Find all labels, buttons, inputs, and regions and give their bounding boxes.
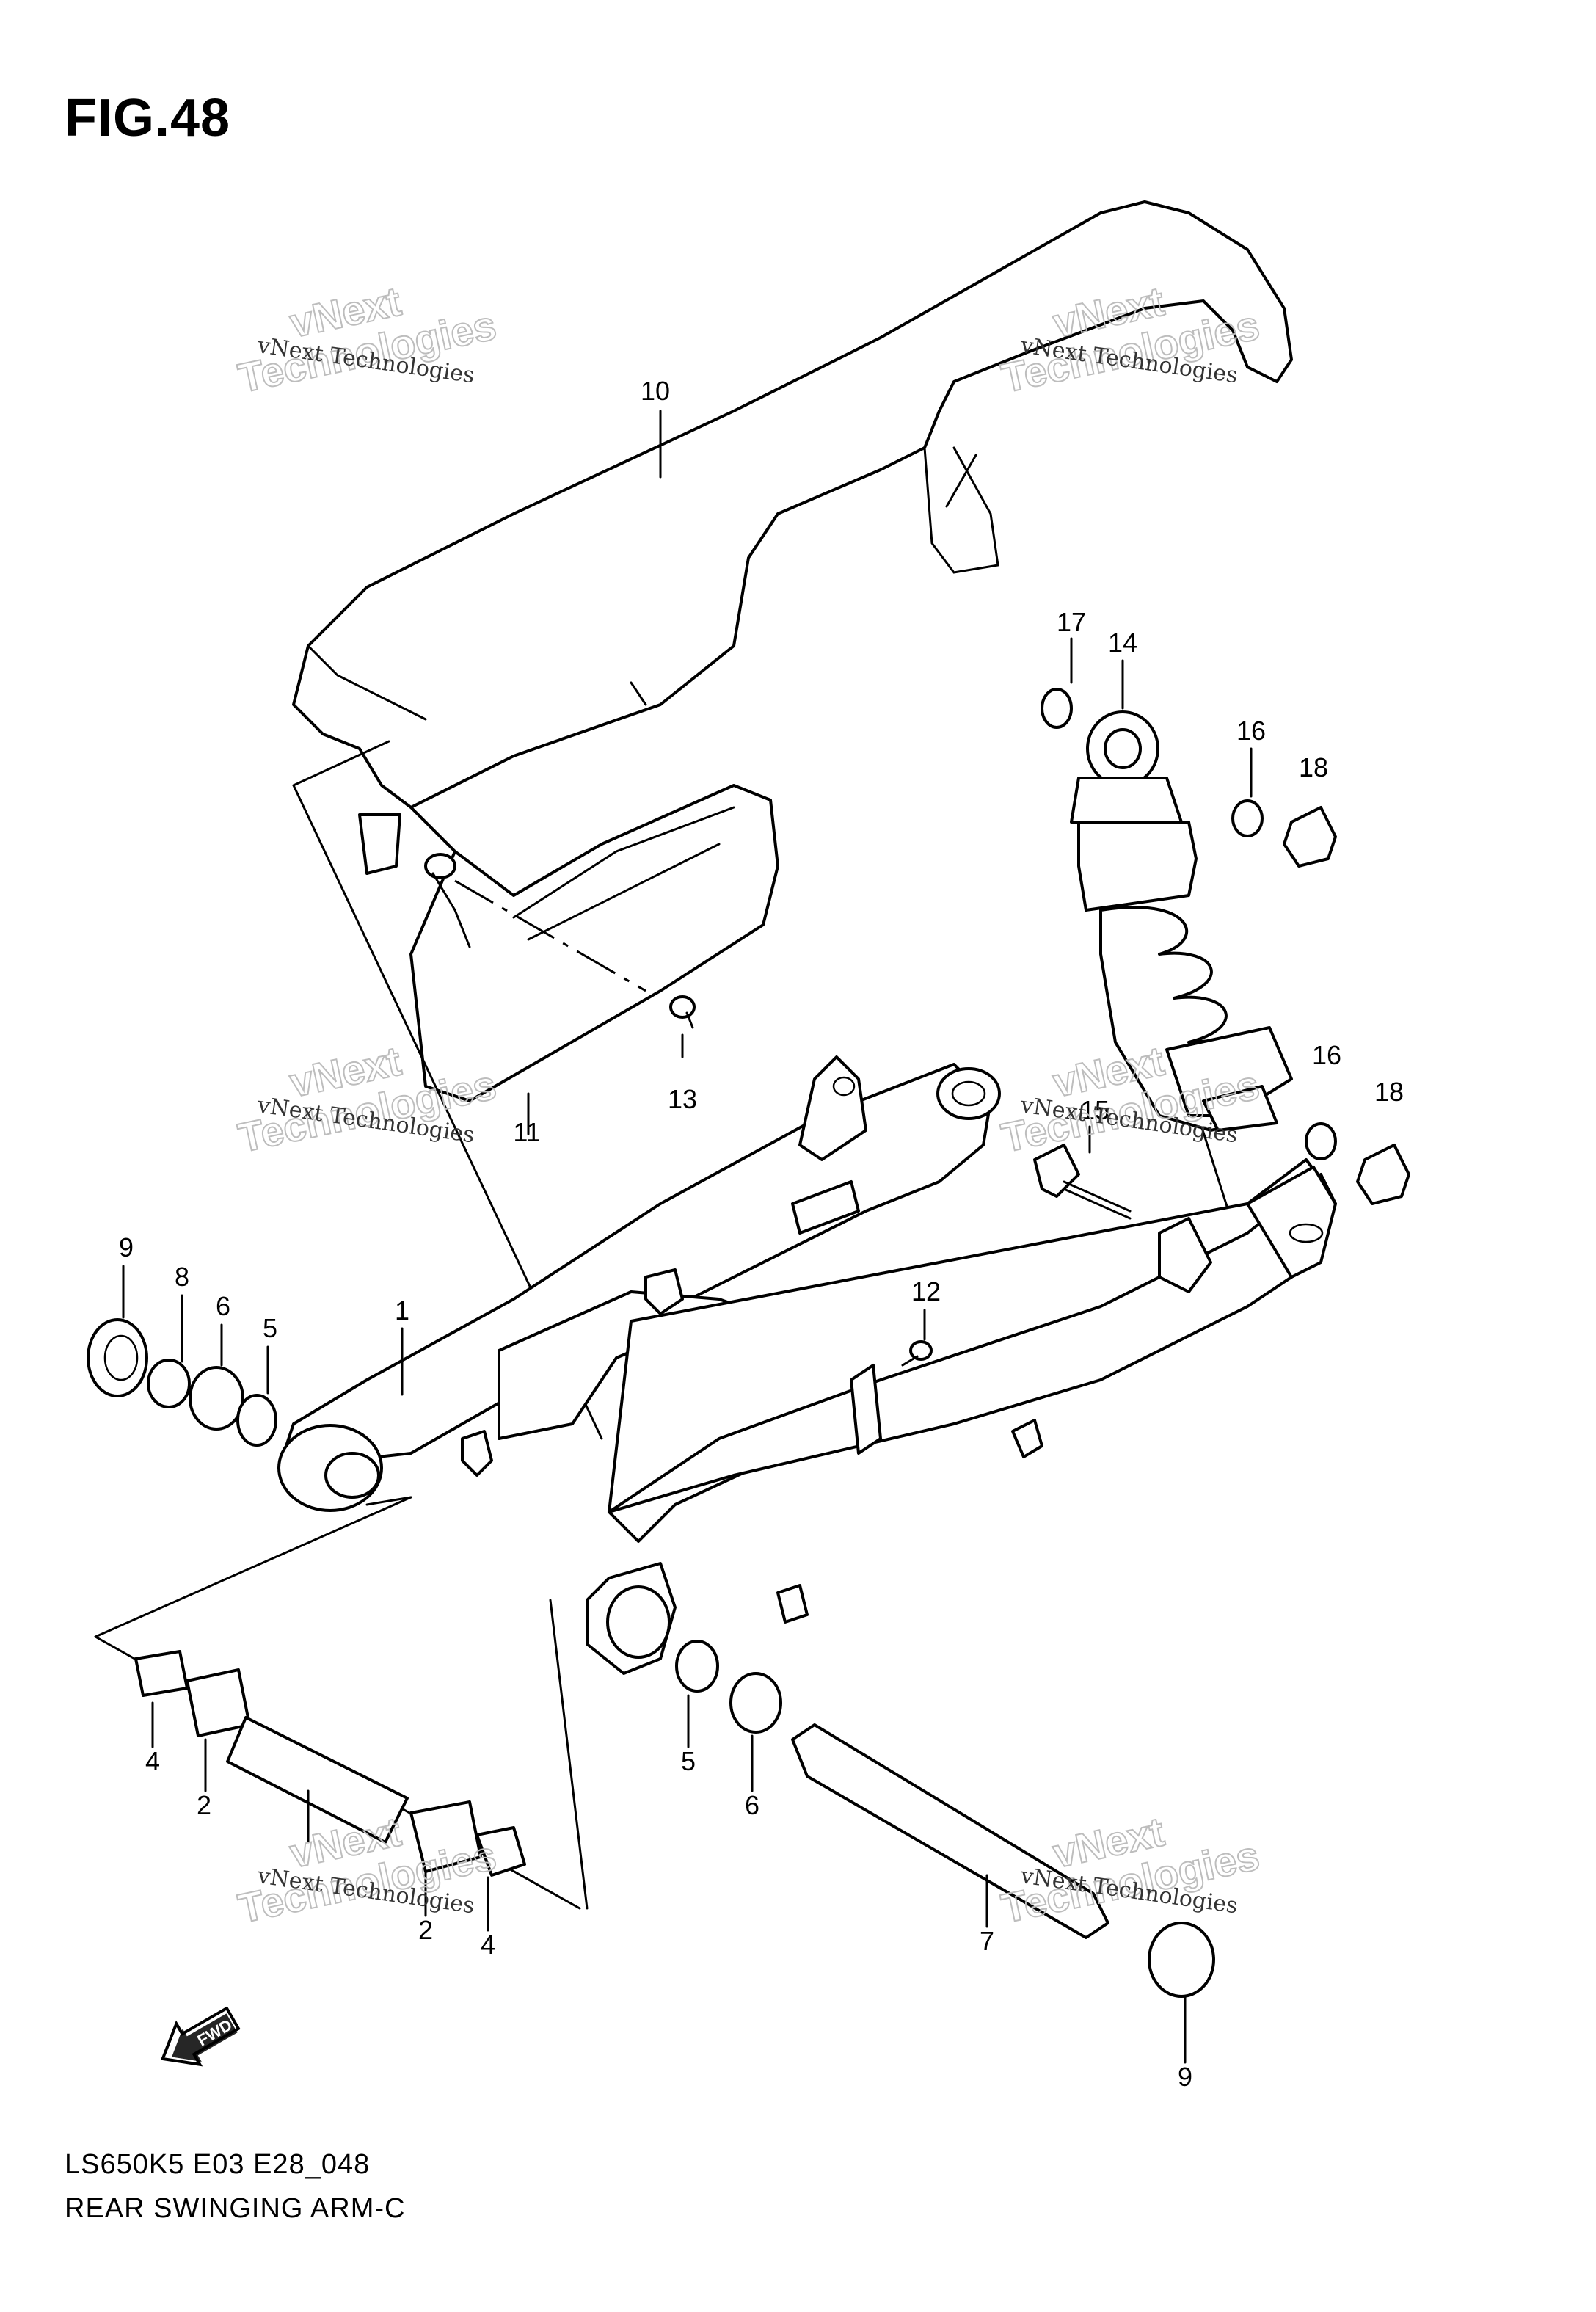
bolt-12	[901, 1340, 933, 1367]
callout-2: 2	[197, 1790, 211, 1820]
washer-5-right	[675, 1640, 719, 1693]
bushing-4-right	[475, 1826, 526, 1877]
callout-16: 16	[1236, 716, 1266, 746]
callout-6: 6	[216, 1291, 230, 1321]
bolt-15	[1033, 1144, 1132, 1220]
spacer-8	[147, 1359, 191, 1408]
bearing-2-left	[186, 1668, 251, 1737]
callout-16: 16	[1312, 1040, 1341, 1070]
callout-11: 11	[513, 1117, 540, 1147]
callout-9: 9	[119, 1232, 134, 1262]
fwd-arrow-icon: FWD	[160, 2006, 241, 2067]
callout-12: 12	[911, 1276, 941, 1306]
chain-case-part	[292, 200, 1293, 875]
bearing-6-right	[729, 1672, 782, 1734]
shock-absorber-part	[1070, 710, 1293, 1132]
callout-17: 17	[1057, 607, 1086, 637]
callout-1: 1	[395, 1295, 409, 1326]
diagram-code: LS650K5 E03 E28_048	[65, 2149, 371, 2180]
callout-4: 4	[145, 1746, 160, 1776]
diagram-title: REAR SWINGING ARM-C	[65, 2193, 406, 2224]
callout-6: 6	[745, 1790, 759, 1820]
bushing-4-left	[134, 1650, 189, 1697]
callout-8: 8	[175, 1262, 189, 1292]
washer-17	[1041, 688, 1073, 729]
bolt-13	[669, 995, 696, 1029]
lower-chain-case-part	[409, 784, 779, 1102]
pivot-parts-right	[675, 1640, 1215, 1998]
callout-18: 18	[1374, 1077, 1404, 1107]
leader-lines	[122, 410, 1253, 2064]
dust-seal-9-left	[87, 1318, 148, 1397]
callout-5: 5	[263, 1313, 277, 1343]
callout-10: 10	[641, 376, 670, 406]
washer-16-lower	[1305, 1122, 1337, 1160]
washer-16-upper	[1231, 799, 1264, 837]
callout-2: 2	[418, 1915, 433, 1945]
callout-4: 4	[481, 1930, 495, 1960]
bearing-6-left	[189, 1366, 244, 1431]
figure-title: FIG.48	[65, 89, 231, 148]
callout-5: 5	[681, 1746, 696, 1776]
bearing-2-right	[409, 1800, 482, 1873]
sleeve-tube	[226, 1716, 409, 1844]
callout-15: 15	[1080, 1095, 1109, 1125]
callout-13: 13	[668, 1084, 697, 1114]
callout-18: 18	[1299, 752, 1328, 782]
pivot-shaft-7	[791, 1723, 1109, 1939]
dust-seal-9-right	[1148, 1922, 1215, 1998]
callout-7: 7	[980, 1926, 994, 1956]
swinging-arm-part	[277, 1055, 1337, 1675]
cap-nut-18-upper	[1283, 806, 1337, 868]
callout-14: 14	[1108, 628, 1137, 658]
washer-5-left	[236, 1394, 277, 1447]
cap-nut-18-lower	[1356, 1144, 1410, 1205]
pivot-parts-left	[87, 1318, 526, 1877]
callout-9: 9	[1178, 2062, 1192, 2092]
